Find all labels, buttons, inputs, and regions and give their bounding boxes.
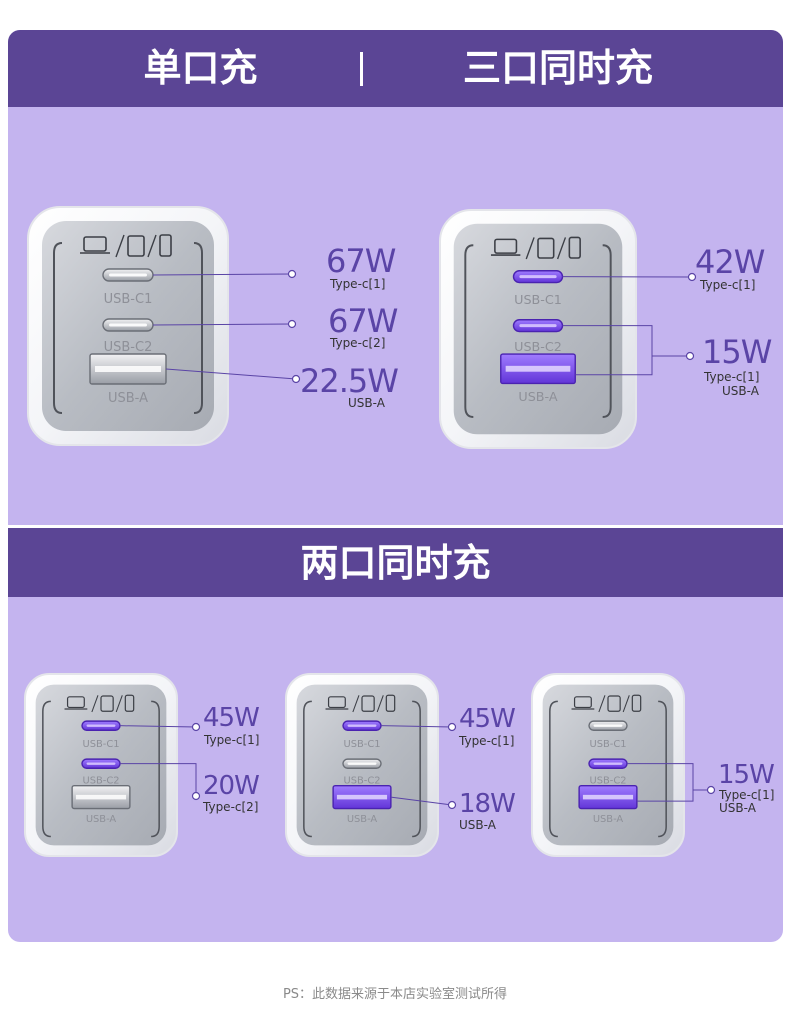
single-c1-port: Type-c[1] — [330, 277, 386, 291]
top-panel: 单口充 三口同时充 — [8, 30, 783, 525]
dualca-c1-port: Type-c[1] — [459, 734, 515, 748]
dualcc-c1-watt: 45W — [203, 703, 260, 733]
dualc2a-port: Type-c[1] — [719, 788, 775, 802]
top-band: 单口充 三口同时充 — [8, 30, 783, 107]
dualca-a-watt: 18W — [459, 789, 516, 819]
dualca-a-port: USB-A — [459, 818, 496, 832]
triple-c2a-port2: USB-A — [722, 384, 759, 398]
dualcc-c2-watt: 20W — [203, 771, 260, 801]
two-port-title: 两口同时充 — [300, 541, 491, 585]
three-port-title: 三口同时充 — [462, 46, 653, 90]
triple-c2a-port: Type-c[1] — [704, 370, 760, 384]
footer-note: PS：此数据来源于本店实验室测试所得 — [282, 987, 508, 1002]
dualc2a-port2: USB-A — [719, 801, 756, 815]
bottom-band: 两口同时充 — [8, 528, 783, 597]
triple-c1-port: Type-c[1] — [700, 278, 756, 292]
triple-c2a-watt: 15W — [702, 333, 772, 371]
single-c2-port: Type-c[2] — [330, 336, 386, 350]
triple-c1-watt: 42W — [695, 243, 765, 281]
single-port-title: 单口充 — [143, 46, 258, 90]
single-c2-watt: 67W — [328, 302, 398, 340]
dualcc-c1-port: Type-c[1] — [204, 733, 260, 747]
single-a-watt: 22.5W — [300, 362, 399, 400]
title-separator — [360, 52, 363, 86]
single-a-port: USB-A — [348, 396, 385, 410]
bottom-panel: 两口同时充 — [8, 528, 783, 942]
dualca-c1-watt: 45W — [459, 704, 516, 734]
dualcc-c2-port: Type-c[2] — [203, 800, 259, 814]
dualc2a-watt: 15W — [718, 760, 775, 790]
single-c1-watt: 67W — [326, 242, 396, 280]
